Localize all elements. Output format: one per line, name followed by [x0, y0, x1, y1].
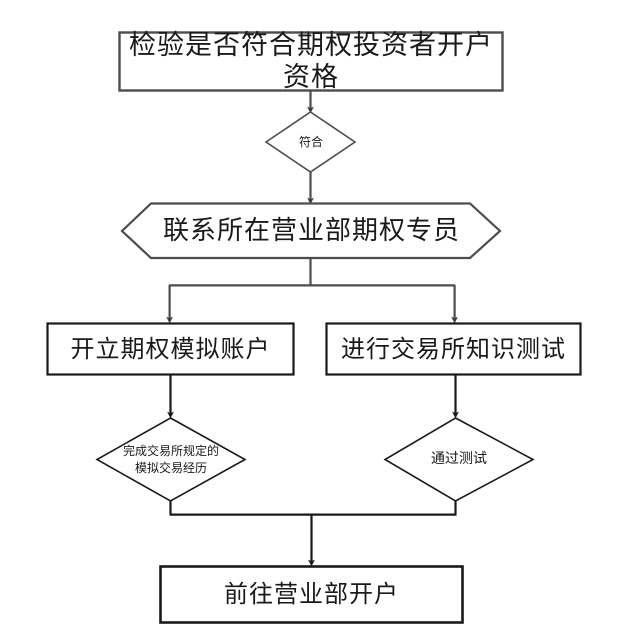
node-top-box — [118, 31, 504, 92]
node-contact-hexagon — [120, 202, 502, 260]
node-open-sim-account — [46, 322, 295, 376]
node-decision-qualify — [264, 111, 357, 173]
node-decision-pass-test — [383, 417, 535, 502]
node-final-box — [159, 565, 464, 624]
node-decision-sim-experience — [95, 417, 247, 502]
node-exchange-knowledge-test — [325, 322, 582, 376]
